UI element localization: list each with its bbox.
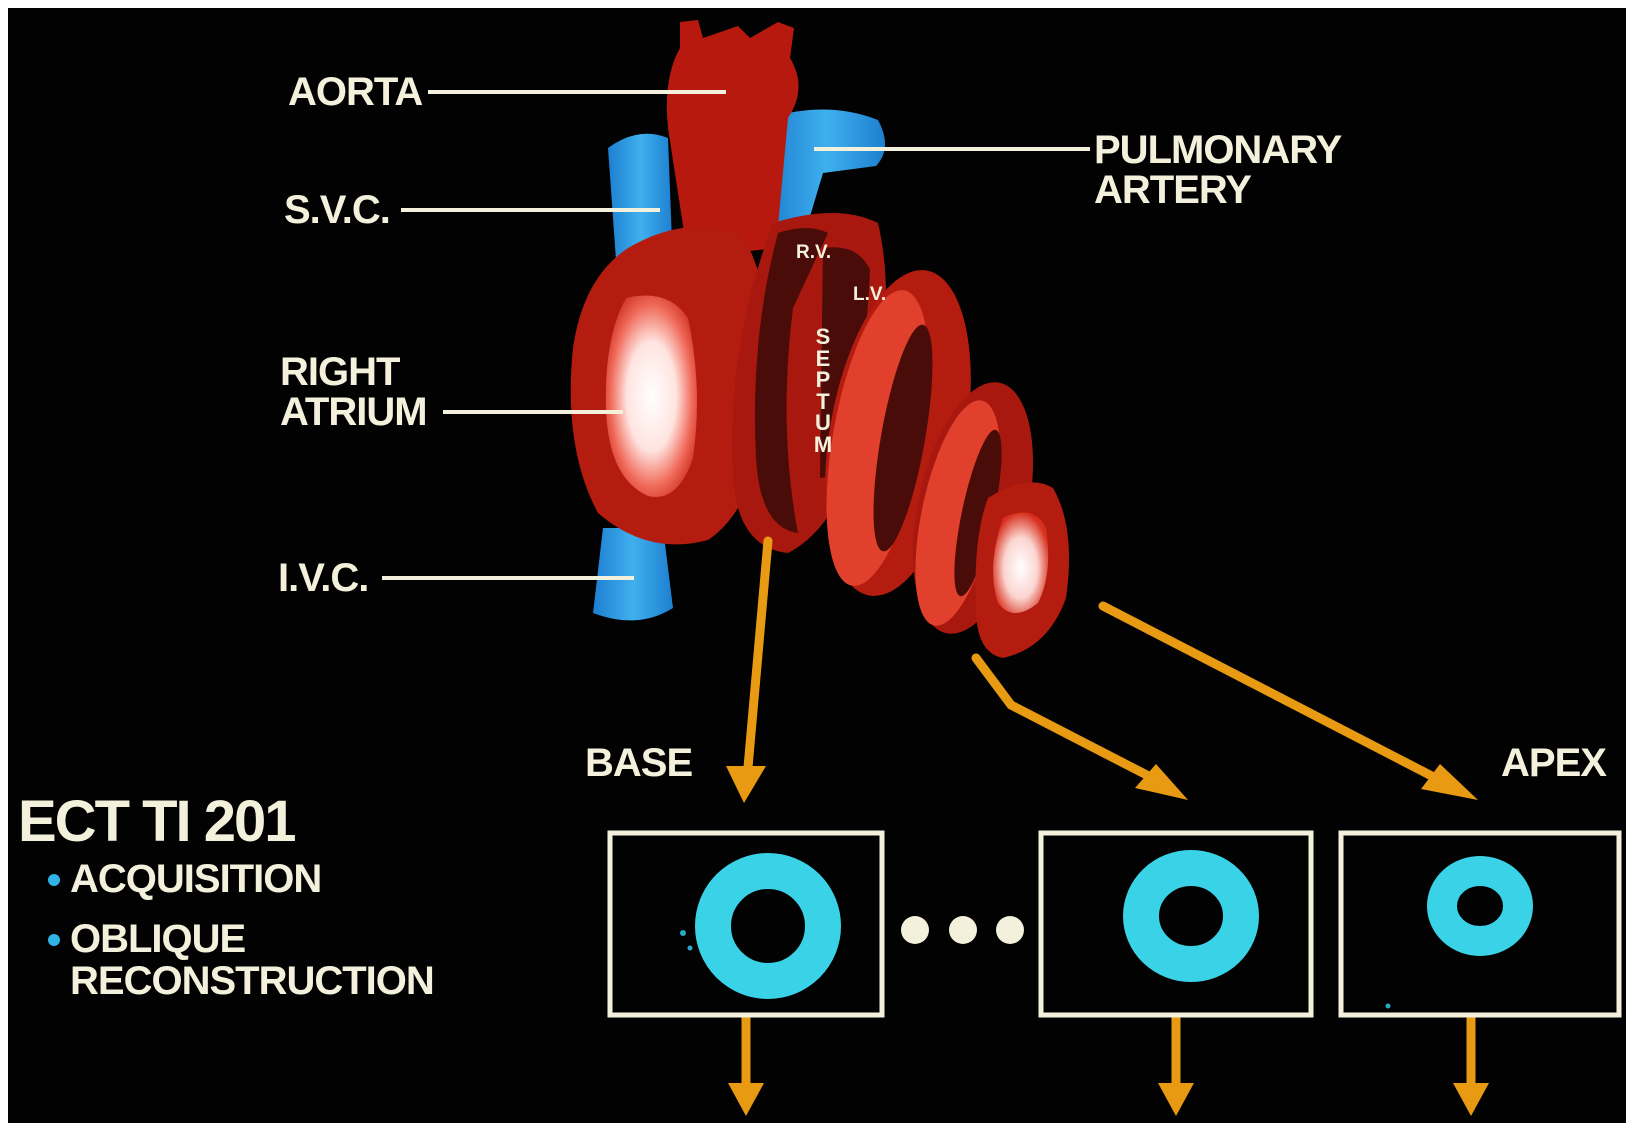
right-atrium-hotspot xyxy=(606,296,697,497)
label-base: BASE xyxy=(585,743,692,783)
bullet-dot-acquisition xyxy=(48,874,60,886)
label-septum: SEPTUM xyxy=(811,326,835,455)
mid-arrow-line xyxy=(976,658,1168,786)
label-rv: R.V. xyxy=(796,243,831,262)
label-pulmonary-line1: PULMONARY xyxy=(1094,130,1341,170)
apex-arrow-line xyxy=(1103,606,1455,788)
legend-item-oblique: OBLIQUE xyxy=(70,918,245,960)
legend-item-acquisition: ACQUISITION xyxy=(70,858,321,900)
label-svc: S.V.C. xyxy=(284,190,390,230)
apex-hotspot xyxy=(993,512,1048,613)
base-arrow-head xyxy=(726,766,766,803)
label-aorta: AORTA xyxy=(288,72,422,112)
ellipsis-dot-2 xyxy=(949,916,977,944)
output-arrow-3-head xyxy=(1453,1083,1489,1116)
bullet-dot-oblique xyxy=(48,934,60,946)
label-right-atrium-line2: ATRIUM xyxy=(280,392,427,432)
legend-title: ECT TI 201 xyxy=(18,793,295,851)
output-arrow-1-head xyxy=(728,1083,764,1116)
label-right-atrium-line1: RIGHT xyxy=(280,352,399,392)
diagram-slide: AORTA S.V.C. RIGHT ATRIUM I.V.C. PULMONA… xyxy=(8,8,1626,1123)
base-arrow-line xyxy=(746,541,768,790)
label-ivc: I.V.C. xyxy=(278,558,368,598)
label-lv: L.V. xyxy=(853,285,886,304)
output-arrow-2-head xyxy=(1158,1083,1194,1116)
heart-illustration xyxy=(8,8,1626,1123)
ellipsis-dot-1 xyxy=(901,916,929,944)
legend-item-reconstruction: RECONSTRUCTION xyxy=(70,960,434,1002)
ellipsis-dot-3 xyxy=(996,916,1024,944)
apex-arrow-head xyxy=(1421,764,1478,800)
label-pulmonary-line2: ARTERY xyxy=(1094,170,1251,210)
label-apex: APEX xyxy=(1501,743,1606,783)
